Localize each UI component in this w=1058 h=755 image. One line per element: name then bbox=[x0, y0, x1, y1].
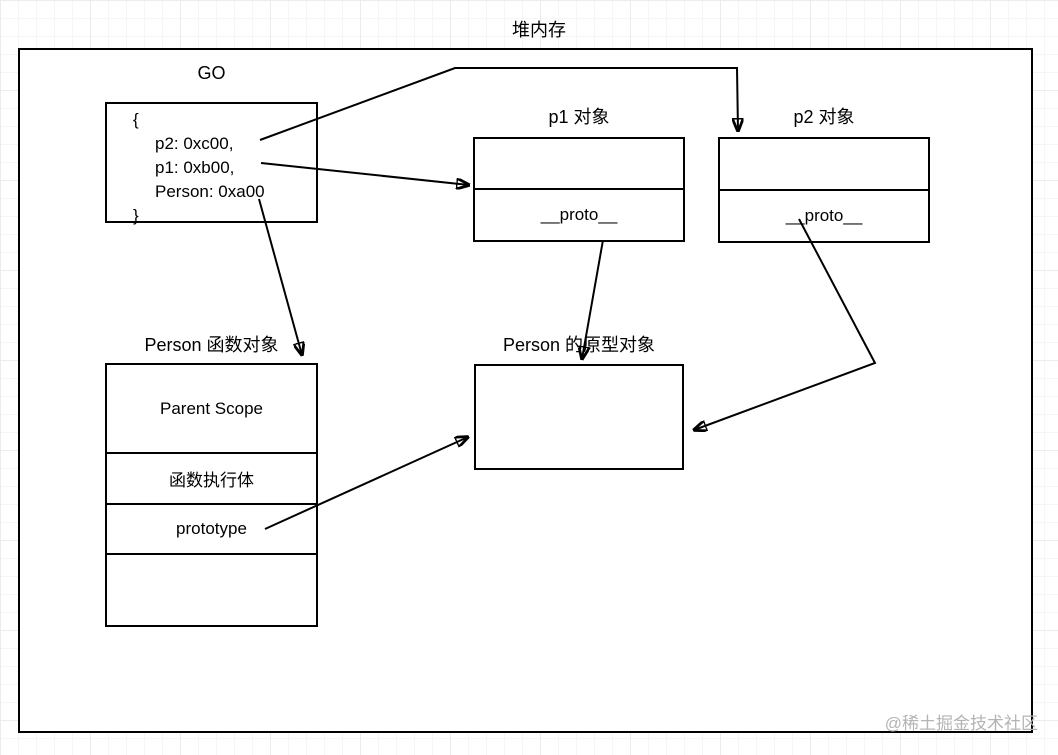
go-code-line: { bbox=[133, 110, 139, 129]
p2-object-label: p2 对象 bbox=[793, 107, 855, 127]
go-box-label: GO bbox=[197, 63, 226, 83]
go-code-line: p1: 0xb00, bbox=[155, 158, 235, 177]
go-code-line: Person: 0xa00 bbox=[155, 182, 265, 201]
person-function-label: Person 函数对象 bbox=[144, 335, 279, 355]
go-box: { p2: 0xc00, p1: 0xb00, Person: 0xa00 } bbox=[105, 102, 318, 225]
p2-object-box: __proto__ bbox=[718, 137, 930, 243]
p2-proto-cell: __proto__ bbox=[720, 189, 928, 241]
watermark: @稀土掘金技术社区 bbox=[884, 714, 1038, 733]
function-body-cell: 函数执行体 bbox=[107, 452, 316, 503]
person-prototype-box bbox=[474, 364, 684, 470]
person-prototype-label: Person 的原型对象 bbox=[502, 335, 656, 355]
p1-object-label: p1 对象 bbox=[548, 107, 610, 127]
prototype-cell: prototype bbox=[107, 503, 316, 553]
person-function-empty-cell bbox=[107, 553, 316, 625]
p2-empty-cell bbox=[720, 139, 928, 189]
go-code-line: } bbox=[133, 206, 139, 225]
parent-scope-cell: Parent Scope bbox=[159, 398, 263, 418]
p1-object-box: __proto__ bbox=[473, 137, 685, 242]
p1-proto-cell: __proto__ bbox=[475, 188, 683, 240]
page-title: 堆内存 bbox=[512, 20, 566, 40]
person-function-box: Parent Scope 函数执行体 prototype bbox=[105, 363, 318, 627]
go-code-line: p2: 0xc00, bbox=[155, 134, 234, 153]
p1-empty-cell bbox=[475, 139, 683, 188]
